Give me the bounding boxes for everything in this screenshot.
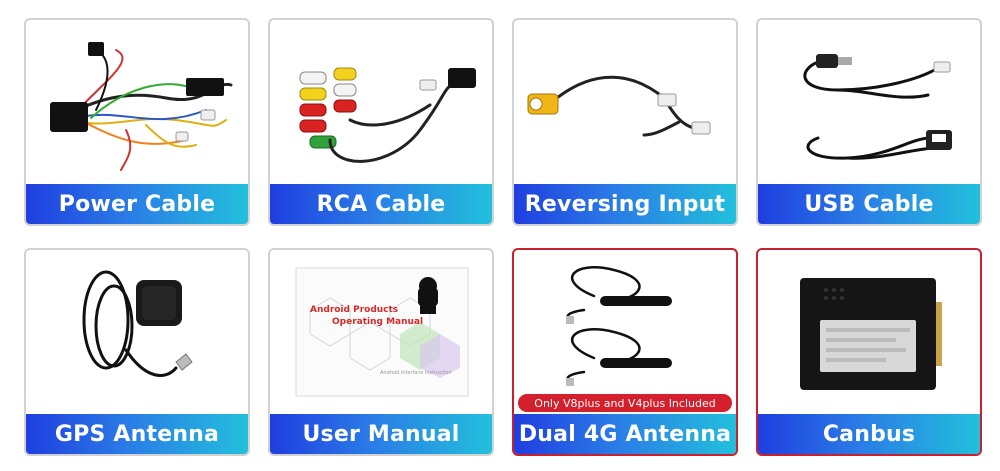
power-cable-icon [50,42,233,171]
gps-antenna-icon [82,270,193,377]
product-card-rca-cable: RCA Cable [268,18,494,226]
product-label: Reversing Input [514,184,736,224]
manual-title-line2: Operating Manual [332,317,423,327]
product-label: Dual 4G Antenna [514,414,736,454]
product-card-reversing-input: Reversing Input [512,18,738,226]
product-card-gps-antenna: GPS Antenna [24,248,250,456]
product-card-canbus: Canbus [756,248,982,456]
product-label: User Manual [270,414,492,454]
product-label: Canbus [758,414,980,454]
inclusion-note-badge: Only V8plus and V4plus Included [518,394,732,412]
product-card-dual-4g-antenna: Only V8plus and V4plus Included Dual 4G … [512,248,738,456]
usb-cable-icon [803,54,952,160]
product-label: Power Cable [26,184,248,224]
product-card-power-cable: Power Cable [24,18,250,226]
canbus-box-icon [800,278,942,390]
manual-title-line1: Android Products [310,305,398,315]
rca-cable-icon [299,67,476,163]
manual-footer-text: Android Interface Instruction [380,370,452,376]
user-manual-icon: Android Products Operating Manual Androi… [295,267,469,397]
product-card-user-manual: Android Products Operating Manual Androi… [268,248,494,456]
android-logo-icon [418,277,438,314]
dual-4g-antenna-icon [566,266,672,386]
product-label: RCA Cable [270,184,492,224]
product-card-usb-cable: USB Cable [756,18,982,226]
product-label: GPS Antenna [26,414,248,454]
reversing-cable-icon [527,75,711,137]
product-label: USB Cable [758,184,980,224]
